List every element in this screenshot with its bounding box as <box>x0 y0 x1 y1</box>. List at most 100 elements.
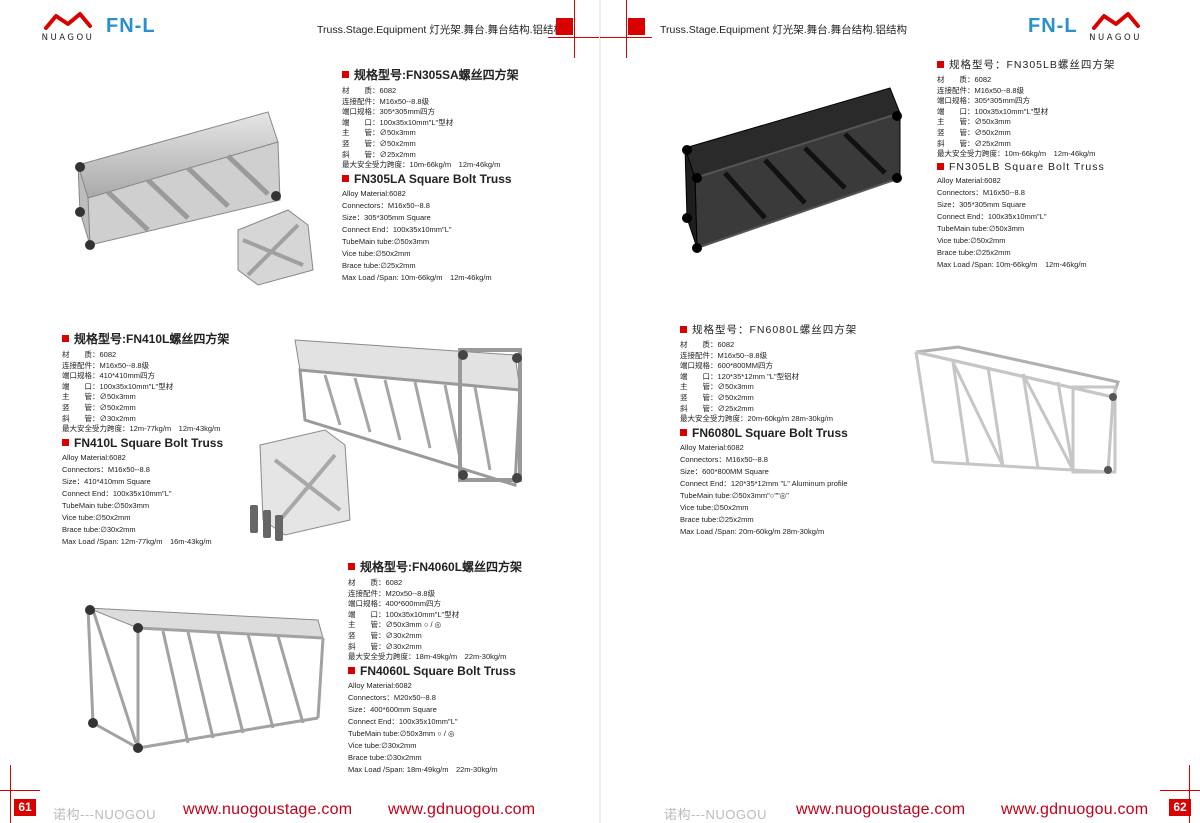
spec-en-line: Max Load /Span: 20m-60kg/m 28m-30kg/m <box>680 526 825 536</box>
red-square-marker <box>628 18 645 35</box>
spec-zh-line: 端 口：100x35x10mm"L"型材 <box>342 117 454 127</box>
title-zh-text: 规格型号：FN305LB螺丝四方架 <box>949 59 1116 71</box>
page-number: 61 <box>14 799 36 816</box>
spec-zh-line: 最大安全受力跨度：10m-66kg/m 12m-46kg/m <box>342 160 501 170</box>
spec-zh-line: 端口规格：305*305mm四方 <box>937 96 1030 106</box>
spec-en-line: Brace tube:∅30x2mm <box>348 752 422 762</box>
truss-305-silver-image <box>75 111 314 286</box>
model-tag: FN-L <box>106 15 156 37</box>
red-square-marker <box>556 18 573 35</box>
spec-en-line: Alloy Material:6082 <box>348 680 412 690</box>
spec-zh-line: 端口规格：305*305mm四方 <box>342 107 435 117</box>
spec-en-line: Alloy Material:6082 <box>937 175 1001 185</box>
spec-zh-line: 斜 管：∅25x2mm <box>680 403 754 413</box>
footer-url-2[interactable]: www.gdnuogou.com <box>1001 801 1149 818</box>
page-spine <box>599 0 601 823</box>
product-title-en: FN410L Square Bolt Truss <box>62 436 229 450</box>
logo-text: NUAGOU <box>1089 33 1142 43</box>
product-title-en: FN6080L Square Bolt Truss <box>680 426 857 440</box>
spec-en-line: Connect End：100x35x10mm"L" <box>348 716 458 726</box>
truss-6080-white-image <box>914 345 1120 474</box>
spec-en-line: Brace tube:∅25x2mm <box>680 514 754 524</box>
spec-en-list: Alloy Material:6082 Connectors：M16x50--8… <box>62 452 229 548</box>
crop-line <box>0 790 40 791</box>
bullet-marker <box>62 439 69 447</box>
right-page: Truss.Stage.Equipment 灯光架.舞台.舞台结构.铝结构 FN… <box>600 0 1200 823</box>
spec-zh-line: 材 质：6082 <box>62 350 117 359</box>
spec-en-line: Brace tube:∅30x2mm <box>62 524 136 534</box>
spec-en-line: TubeMain tube:∅50x3mm <box>937 223 1025 233</box>
spec-en-line: Max Load /Span: 18m-49kg/m 22m-30kg/m <box>348 764 498 774</box>
logo-text: NUAGOU <box>41 33 95 43</box>
title-en-text: FN305LB Square Bolt Truss <box>949 160 1105 173</box>
spec-en-line: Max Load /Span: 10m-66kg/m 12m-46kg/m <box>937 259 1087 269</box>
spec-zh-line: 竖 管：∅50x2mm <box>937 127 1011 137</box>
spec-en-line: Vice tube:∅50x2mm <box>342 248 411 258</box>
model-tag: FN-L <box>1028 15 1078 37</box>
spec-en-line: Size：400*600mm Square <box>348 704 437 714</box>
spec-zh-list: 材 质：6082 连接配件：M16x50--8.8级 端口规格：600*800M… <box>680 340 857 425</box>
footer-brand: 诺构---NUOGOU <box>664 807 767 822</box>
spec-zh-line: 端 口：120*35*12mm "L"型铝材 <box>680 371 800 381</box>
footer-url-1[interactable]: www.nuogoustage.com <box>796 801 966 818</box>
spec-en-line: Alloy Material:6082 <box>342 188 406 198</box>
spec-en-line: Connectors：M16x50--8.8 <box>342 200 430 210</box>
logo: NUAGOU <box>1088 10 1144 43</box>
spec-zh-line: 竖 管：∅50x2mm <box>62 402 136 412</box>
title-en-text: FN4060L Square Bolt Truss <box>360 663 516 678</box>
spec-zh-line: 主 管：∅50x3mm ○ / ◎ <box>348 620 442 630</box>
logo-mark-icon <box>44 12 92 30</box>
footer-brand: 诺构---NUOGOU <box>53 807 156 822</box>
spec-zh-line: 端口规格：410*410mm四方 <box>62 371 155 381</box>
spec-en-line: Max Load /Span: 12m-77kg/m 16m-43kg/m <box>62 536 212 546</box>
crop-line <box>574 0 575 58</box>
crop-line <box>1189 765 1190 823</box>
bullet-marker <box>342 175 349 183</box>
spec-en-line: Connectors：M16x50--8.8 <box>937 187 1025 197</box>
spec-en-line: Connect End：100x35x10mm"L" <box>62 488 172 498</box>
spec-zh-line: 端口规格：600*800MM四方 <box>680 361 773 371</box>
spec-en-line: Alloy Material:6082 <box>62 452 126 462</box>
title-zh-text: 规格型号:FN305SA螺丝四方架 <box>354 68 519 82</box>
spec-en-line: Size：305*305mm Square <box>342 212 431 222</box>
spec-en-line: Brace tube:∅25x2mm <box>342 260 416 270</box>
product-title-zh: 规格型号：FN6080L螺丝四方架 <box>680 322 857 337</box>
product-title-en: FN305LA Square Bolt Truss <box>342 172 519 186</box>
product-title-en: FN4060L Square Bolt Truss <box>348 664 522 678</box>
header-text: Truss.Stage.Equipment 灯光架.舞台.舞台结构.铝结构 <box>317 24 565 36</box>
spec-zh-line: 最大安全受力跨度：12m-77kg/m 12m-43kg/m <box>62 424 221 434</box>
truss-305-black-image <box>682 87 902 253</box>
brand-right: FN-L NUAGOU <box>1028 10 1144 43</box>
truss-410-silver-image <box>250 339 522 541</box>
spec-zh-line: 最大安全受力跨度：20m-60kg/m 28m-30kg/m <box>680 414 833 424</box>
spec-zh-list: 材 质：6082 连接配件：M20x50--8.8级 端口规格：400*600m… <box>348 578 522 663</box>
footer-url-1[interactable]: www.nuogoustage.com <box>183 801 353 818</box>
spec-zh-line: 材 质：6082 <box>348 578 403 587</box>
spec-zh-line: 主 管：∅50x3mm <box>342 128 416 138</box>
spec-en-line: Max Load /Span: 10m-66kg/m 12m-46kg/m <box>342 272 492 282</box>
product-fn305lb: 规格型号：FN305LB螺丝四方架 材 质：6082 连接配件：M16x50--… <box>937 57 1115 271</box>
product-fn410l: 规格型号:FN410L螺丝四方架 材 质：6082 连接配件：M16x50--8… <box>62 330 229 548</box>
crop-line <box>1160 790 1200 791</box>
spec-zh-line: 最大安全受力跨度：18m-49kg/m 22m-30kg/m <box>348 652 507 662</box>
header-text: Truss.Stage.Equipment 灯光架.舞台.舞台结构.铝结构 <box>660 24 908 36</box>
spec-en-line: TubeMain tube:∅50x3mm"○""◎" <box>680 490 789 500</box>
spec-en-line: Connectors：M20x50--8.8 <box>348 692 436 702</box>
spec-zh-line: 连接配件：M16x50--8.8级 <box>342 96 430 106</box>
spec-zh-line: 竖 管：∅30x2mm <box>348 630 422 640</box>
spec-zh-line: 主 管：∅50x3mm <box>680 382 754 392</box>
product-title-zh: 规格型号:FN305SA螺丝四方架 <box>342 66 519 83</box>
spec-en-list: Alloy Material:6082 Connectors：M16x50--8… <box>680 442 857 538</box>
title-en-text: FN410L Square Bolt Truss <box>74 435 224 450</box>
spec-en-list: Alloy Material:6082 Connectors：M16x50--8… <box>342 188 519 284</box>
crop-line <box>10 765 11 823</box>
spec-zh-list: 材 质：6082 连接配件：M16x50--8.8级 端口规格：410*410m… <box>62 350 229 435</box>
spec-en-line: Vice tube:∅50x2mm <box>937 235 1006 245</box>
footer-url-2[interactable]: www.gdnuogou.com <box>388 801 536 818</box>
logo-mark-icon <box>1091 12 1140 30</box>
product-fn6080l: 规格型号：FN6080L螺丝四方架 材 质：6082 连接配件：M16x50--… <box>680 322 857 538</box>
spec-zh-line: 连接配件：M16x50--8.8级 <box>680 350 768 360</box>
left-page: NUAGOU FN-L Truss.Stage.Equipment 灯光架.舞台… <box>0 0 600 823</box>
spec-en-line: Size：305*305mm Square <box>937 199 1026 209</box>
title-zh-text: 规格型号：FN6080L螺丝四方架 <box>692 324 858 336</box>
